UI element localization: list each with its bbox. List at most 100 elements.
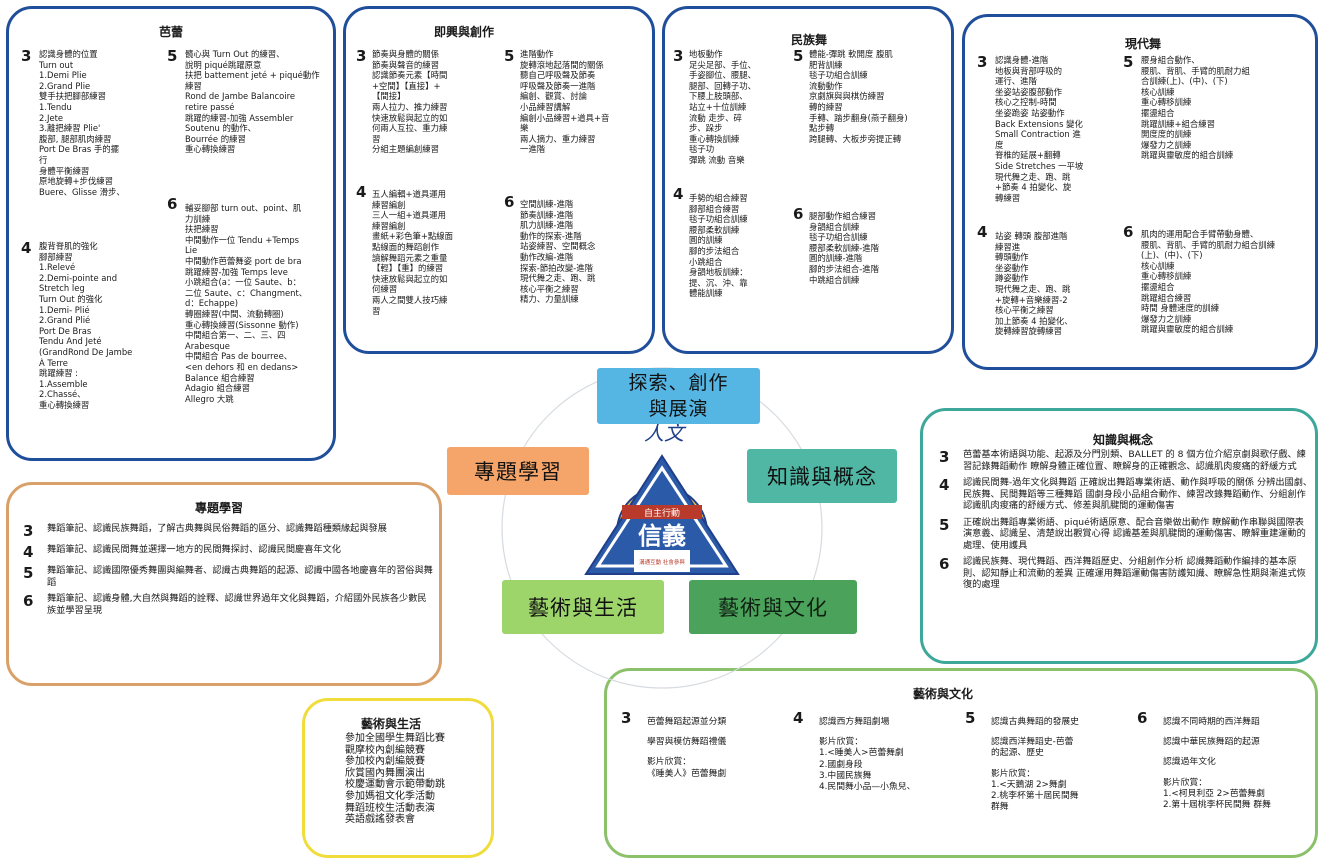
list-item: 毯子功組合訓練 (809, 232, 868, 243)
list-item: 轉圈練習(中間、流動轉圈) (185, 308, 284, 319)
list-item: 合訓練(上)、(中)、(下) (1141, 76, 1228, 87)
row-text: 芭蕾基本術語與功能、起源及分門別類、BALLET 的 8 個方位介紹京劇與歌仔戲… (963, 449, 1306, 472)
list-item: 2.Grand Plie (39, 80, 91, 91)
improv-g3-list: 節奏與身體的關係節奏與聲音的練習認識節奏元素【時間+空間】【直接】+【間接】兩人… (372, 49, 500, 155)
improv-g6-list: 空間訓練-進階節奏訓練-進階肌力訓練-進階動作的探索-進階站姿練習、空間概念動作… (520, 199, 650, 305)
list-item: 輔妥腳部 turn out、point、肌 (185, 203, 302, 213)
row-grade: 5 (23, 564, 34, 582)
list-item: 重心轉移訓練 (1141, 97, 1192, 108)
list-item: 核心平衡之練習 (520, 283, 579, 294)
ballet-grade-4: 4 (21, 239, 32, 257)
list-item: 擺盪組合 (1141, 107, 1175, 118)
list-item: 呼吸聲及節奏一進階 (520, 80, 596, 91)
list-item: 參加全國學生舞蹈比賽 (345, 733, 445, 744)
list-item: 坐姿跪姿 站姿動作 (995, 107, 1065, 118)
improv-title: 即興與創作 (434, 25, 495, 39)
row-text: 舞蹈筆記、認識民族舞蹈，了解古典舞與民俗舞蹈的區分、認識舞蹈種類緣起與發展 (47, 523, 387, 534)
modern-g4-list: 站姿 轉頭 腹部進階練習進轉頭動作坐姿動作蹲姿動作現代舞之走、跑、跳+旋轉+音樂… (995, 231, 1119, 337)
cat-explore: 探索、創作 與展演 (597, 368, 760, 424)
list-item: 3.離把練習 Plie' (39, 123, 101, 134)
list-item: Stretch leg (39, 283, 85, 294)
list-item: (GrandRond De Jambe (39, 346, 133, 357)
list-item: 小跳組合(a：一位 Saute、b： (185, 277, 301, 288)
logo-center: 信義 (638, 522, 686, 550)
culture-line (1163, 728, 1309, 737)
list-item: 力訓練 (185, 213, 211, 224)
list-item: 腰肌、背肌、手臂的肌耐力組合訓練 (1141, 239, 1275, 250)
list-item: 腳部練習 (39, 251, 73, 262)
improv-grade-4: 4 (356, 183, 367, 201)
culture-line: 1.<天鵝湖 2>舞劇 (991, 779, 1067, 790)
folk-grade-4: 4 (673, 185, 684, 203)
row-text: 舞蹈筆記、認識民間舞並選擇一地方的民間舞探討、認識民間慶喜年文化 (47, 544, 341, 555)
list-item: 爆發力之訓練 (1141, 313, 1192, 324)
logo-bottom-band (634, 550, 690, 572)
list-item: 運行、進階 (995, 76, 1037, 87)
list-item: 腳部組合練習 (689, 203, 740, 214)
cat-culture: 藝術與文化 (689, 580, 857, 634)
list-item: 節奏與聲音的練習 (372, 59, 439, 70)
list-item: 圓的訓練-進階 (809, 253, 863, 264)
list-item: 跨腿轉、大板步旁提正轉 (809, 133, 902, 144)
list-item: 時間 身體速度的訓練 (1141, 303, 1220, 314)
culture-line: 群舞 (991, 802, 1009, 813)
list-item: 節奏訓練-進階 (520, 209, 574, 220)
list-item: 雙手扶把腳部練習 (39, 91, 106, 102)
list-item: 快速放鬆與起立的如 (372, 112, 448, 123)
culture-line (1163, 769, 1309, 778)
list-item: 體能-彈跳 軟開度 腹肌 (809, 49, 893, 59)
folk-g3-list: 地板動作足尖足部、手位、手姿腳位、腰腿、腿部、回轉子功、下腰上肢頭部、站立+十位… (689, 49, 789, 166)
list-item: 一進階 (520, 144, 546, 155)
list-item: 扶把 battement jeté + piqué動作 (185, 70, 320, 81)
list-item: 習 (372, 133, 381, 144)
list-item: 步、跺步 (689, 123, 723, 134)
list-item: Soutenu 的動作、 (185, 123, 256, 134)
list-item: 1.Relevé (39, 262, 76, 273)
list-item: 轉練習 (995, 192, 1021, 203)
row: 5 舞蹈筆記、認識國際優秀舞團與編舞者、認識古典舞蹈的起源、認識中國各地慶喜年的習… (23, 565, 433, 588)
list-item: 中間組合 Pas de bourree、 (185, 351, 293, 362)
list-item: Turn Out 的強化 (39, 293, 103, 304)
list-item: 小品練習講解 (520, 101, 571, 112)
list-item: 旋轉滾地起落間的關係 (520, 59, 604, 70)
list-item: 手姿腳位、腰腿、 (689, 70, 756, 81)
modern-title: 現代舞 (1125, 37, 1162, 51)
row-text: 舞蹈筆記、認識國際優秀舞團與編舞者、認識古典舞蹈的起源、認識中國各地慶喜年的習俗… (47, 565, 433, 588)
folk-grade-6: 6 (793, 205, 804, 223)
list-item: 讀解舞蹈元素之重量 (372, 252, 448, 263)
list-item: 身韻地板訓練： (689, 267, 748, 278)
culture-line (819, 728, 965, 737)
list-item: 快速放鬆與起立的如 (372, 273, 448, 284)
list-item: 認識節奏元素【時間 (372, 70, 448, 81)
row-grade: 6 (23, 592, 34, 610)
list-item: Balance 組合練習 (185, 372, 255, 383)
list-item: 1.Demi Plie (39, 70, 87, 81)
knowledge-title: 知識與概念 (1093, 433, 1154, 447)
folk-g6-list: 腿部動作組合練習身韻組合訓練毯子功組合訓練腰部柔軟訓練-進階圓的訓練-進階腳的步… (809, 211, 949, 285)
list-item: 手轉、踏步翻身(燕子翻身) (809, 112, 908, 123)
ballet-g5-list: 髖心與 Turn Out 的練習、說明 piqué跳躍原意扶把 battemen… (185, 49, 331, 155)
row-text: 認識民間舞-過年文化與舞蹈 正確說出舞蹈專業術語、動作與呼吸的關係 分辨出國劇、… (963, 477, 1313, 511)
list-item: 中間組合第一、二、三、四 (185, 330, 286, 341)
list-item: 腰部柔軟訓練 (689, 224, 740, 235)
list-item: 站姿 轉頭 腹部進階 (995, 231, 1068, 241)
logo-ribbon: 自主行動 (644, 507, 680, 519)
list-item: 跳躍與靈敏度的組合訓練 (1141, 324, 1234, 335)
list-item: 腳的步法組合 (689, 245, 740, 256)
row-text: 正確說出舞蹈專業術語、piqué術語原意、配合音樂做出動作 瞭解動作串聯與國際表… (963, 516, 1306, 551)
modern-g3-list: 認識身體-進階地板與背部呼吸的運行、進階坐姿站姿腹部動作核心之控制-時間坐姿跪姿… (995, 55, 1119, 203)
cat-explore-line1: 探索、創作 (628, 372, 729, 394)
row-grade: 3 (23, 522, 34, 540)
list-item: 五人編輯+道具運用 (372, 189, 447, 199)
list-item: 旋轉練習旋轉練習 (995, 326, 1062, 337)
ballet-grade-6: 6 (167, 195, 178, 213)
cat-knowledge: 知識與概念 (747, 449, 897, 503)
list-item: 中間動作一位 Tendu +Temps (185, 234, 300, 245)
list-item: 跳躍組合練習 (1141, 292, 1192, 303)
